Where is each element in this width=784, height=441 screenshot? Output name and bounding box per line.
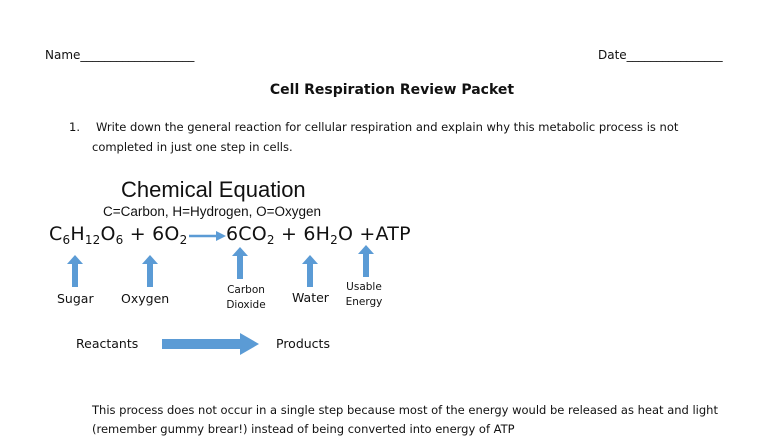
label-oxygen: Oxygen xyxy=(121,291,170,306)
reaction-arrow-icon xyxy=(189,231,226,241)
date-field-label: Date________________ xyxy=(598,48,723,62)
products-label: Products xyxy=(276,336,330,351)
plus-sign: + xyxy=(129,223,146,245)
formula-products: 6CO2 + 6H2O +ATP xyxy=(226,223,411,247)
glucose-formula: C6H12O6 xyxy=(49,223,124,247)
water-formula: 6H2O xyxy=(303,223,354,247)
arrow-up-icon xyxy=(232,247,248,279)
co2-formula: 6CO2 xyxy=(226,223,275,247)
diagram-subtitle: C=Carbon, H=Hydrogen, O=Oxygen xyxy=(103,204,321,219)
arrow-up-icon xyxy=(302,255,318,287)
arrow-up-icon xyxy=(142,255,158,287)
arrow-up-icon xyxy=(358,245,374,277)
answer-text-line-2: (remember gummy brear!) instead of being… xyxy=(92,422,515,436)
diagram-title: Chemical Equation xyxy=(121,177,306,202)
reactants-to-products-arrow-icon xyxy=(162,333,259,355)
arrow-up-icon xyxy=(67,255,83,287)
question-text-line-2: completed in just one step in cells. xyxy=(92,140,293,154)
question-number: 1. xyxy=(69,120,80,134)
plus-sign: + xyxy=(281,223,298,245)
label-usable-energy: Usable Energy xyxy=(345,281,383,308)
atp-formula: +ATP xyxy=(359,223,411,245)
name-field-label: Name___________________ xyxy=(45,48,195,62)
oxygen-formula: 6O2 xyxy=(152,223,188,247)
reactants-label: Reactants xyxy=(76,336,139,351)
question-text-line-1: Write down the general reaction for cell… xyxy=(96,120,679,134)
formula-reactants: C6H12O6 + 6O2 xyxy=(49,223,188,247)
label-water: Water xyxy=(292,290,329,305)
label-carbon-dioxide: Carbon Dioxide xyxy=(226,284,266,311)
label-sugar: Sugar xyxy=(57,291,94,306)
answer-text-line-1: This process does not occur in a single … xyxy=(92,403,718,417)
page-title: Cell Respiration Review Packet xyxy=(269,82,515,98)
